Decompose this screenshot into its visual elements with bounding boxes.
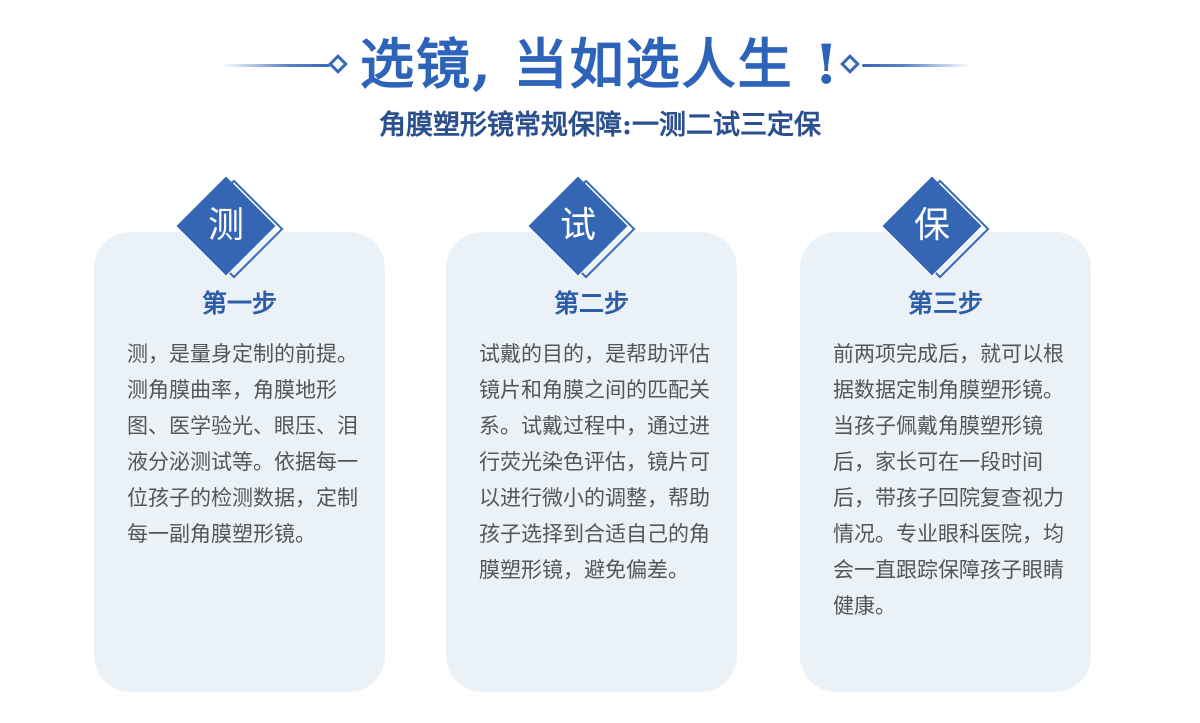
step-title: 第一步 (201, 289, 277, 318)
step-description: 试戴的目的，是帮助评估镜片和角膜之间的匹配关系。试戴过程中，通过进行荧光染色评估… (479, 342, 710, 582)
step-badge-3: 保 (882, 174, 1002, 284)
step-title: 第三步 (907, 289, 983, 318)
badge-character: 保 (913, 205, 950, 246)
badge-character: 测 (207, 205, 244, 246)
page-subtitle: 角膜塑形镜常规保障:一测二试三定保 (379, 110, 821, 141)
page-title: 选镜, 当如选人生 ! (360, 32, 841, 96)
step-title: 第二步 (553, 289, 629, 318)
step-badge-2: 试 (528, 174, 648, 284)
step-description: 测，是量身定制的前提。测角膜曲率，角膜地形图、医学验光、眼压、泪液分泌测试等。依… (127, 342, 358, 546)
header: 选镜, 当如选人生 ! (0, 28, 1200, 100)
step-card-1: 第一步 测，是量身定制的前提。测角膜曲率，角膜地形图、医学验光、眼压、泪液分泌测… (94, 232, 385, 692)
step-card-2: 第二步 试戴的目的，是帮助评估镜片和角膜之间的匹配关系。试戴过程中，通过进行荧光… (446, 232, 737, 692)
step-card-3: 第三步 前两项完成后，就可以根据数据定制角膜塑形镜。当孩子佩戴角膜塑形镜后，家长… (800, 232, 1091, 692)
step-badge-1: 测 (176, 174, 296, 284)
right-decorative-line (862, 64, 970, 67)
left-diamond-icon (328, 54, 348, 74)
left-decorative-line (222, 64, 330, 67)
step-description: 前两项完成后，就可以根据数据定制角膜塑形镜。当孩子佩戴角膜塑形镜后，家长可在一段… (833, 342, 1064, 618)
right-diamond-icon (840, 54, 860, 74)
badge-character: 试 (559, 205, 596, 246)
